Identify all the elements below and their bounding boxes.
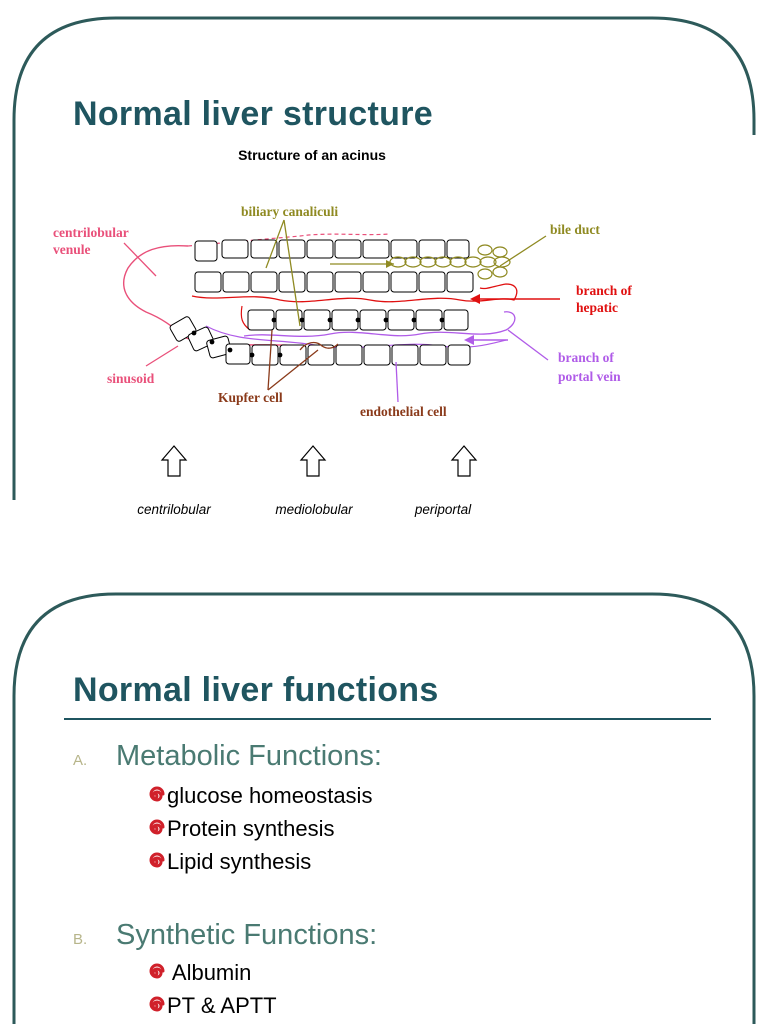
list-item-label: Lipid synthesis <box>167 849 312 874</box>
label-bile-duct: bile duct <box>550 222 600 237</box>
hepatocyte-row-1 <box>194 239 470 262</box>
kupfer-cell-shape <box>299 341 339 351</box>
zone-label-mediolobular: mediolobular <box>275 502 353 517</box>
label-endothelial-cell: endothelial cell <box>360 404 447 419</box>
section-b-letter: B. <box>73 931 88 948</box>
list-item: Albumin <box>145 960 251 986</box>
list-item: glucose homeostasis <box>145 783 372 809</box>
label-branch-portal-1: branch of <box>558 350 614 365</box>
red-spiral-icon <box>149 819 165 835</box>
label-sinusoid: sinusoid <box>107 371 155 386</box>
slide-1-title: Normal liver structure <box>73 95 433 133</box>
red-spiral-icon <box>149 963 165 979</box>
hepatic-branch-line <box>191 283 518 303</box>
label-kupfer-cell: Kupfer cell <box>218 390 283 405</box>
bile-duct-beads <box>389 244 511 280</box>
zone-arrow-icons <box>160 445 478 477</box>
zone-label-centrilobular: centrilobular <box>137 502 211 517</box>
diagram-title: Structure of an acinus <box>238 147 386 163</box>
list-item-label: Albumin <box>167 960 252 985</box>
label-branch-hepatic-2: hepatic <box>576 300 618 315</box>
slide-2-title: Normal liver functions <box>73 671 439 709</box>
section-b-heading: Synthetic Functions: <box>116 919 378 951</box>
list-item-label: glucose homeostasis <box>167 783 373 808</box>
label-centrilobular-venule-2: venule <box>53 242 91 257</box>
hepatocyte-row-2 <box>194 271 474 293</box>
hepatocyte-row-4 <box>169 316 471 366</box>
label-biliary-canaliculi: biliary canaliculi <box>241 204 338 219</box>
red-spiral-icon <box>149 852 165 868</box>
label-branch-hepatic-1: branch of <box>576 283 632 298</box>
portal-branch-line <box>243 311 516 337</box>
list-item-label: Protein synthesis <box>167 816 335 841</box>
label-branch-portal-2: portal vein <box>558 369 621 384</box>
list-item-label: PT & APTT <box>167 993 277 1018</box>
list-item: PT & APTT <box>145 993 277 1019</box>
list-item: Protein synthesis <box>145 816 335 842</box>
hepatocyte-row-3 <box>247 309 469 331</box>
red-spiral-icon <box>149 996 165 1012</box>
red-spiral-icon <box>149 786 165 802</box>
title-underline <box>64 718 711 720</box>
zone-label-periportal: periportal <box>414 502 472 517</box>
label-centrilobular-venule-1: centrilobular <box>53 225 129 240</box>
list-item: Lipid synthesis <box>145 849 311 875</box>
section-a-heading: Metabolic Functions: <box>116 740 382 772</box>
section-a-letter: A. <box>73 752 88 769</box>
acinus-diagram: Structure of an acinus <box>53 147 632 517</box>
